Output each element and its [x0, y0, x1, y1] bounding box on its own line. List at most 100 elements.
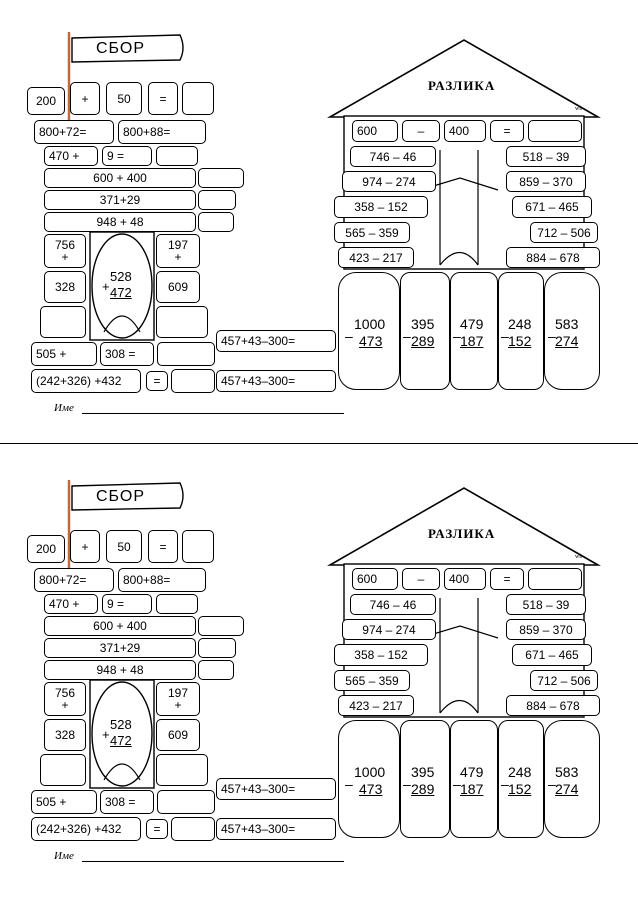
building-cell: 518 – 39 [506, 594, 586, 615]
subtraction-column: 248 – 152 [498, 720, 544, 838]
tower-cell-empty[interactable] [198, 168, 244, 188]
building-cell: 671 – 465 [512, 644, 592, 666]
building-cell: = [490, 568, 524, 590]
subtraction-column: 1000 – 473 [338, 720, 400, 838]
building-cell: 358 – 152 [334, 644, 428, 666]
building-cell: 884 – 678 [506, 247, 600, 268]
tower-cell-empty[interactable] [40, 754, 86, 786]
house-title: РАЗЛИКА [428, 78, 496, 93]
tower-cell-empty[interactable] [156, 594, 198, 614]
tower-cell: 800+88= [118, 120, 206, 144]
subtraction-column: 583 – 274 [544, 272, 600, 390]
building-cell-empty[interactable] [528, 568, 582, 590]
name-label: Име [54, 402, 74, 414]
tower-cell-empty[interactable] [182, 530, 214, 563]
building-cell: 518 – 39 [506, 146, 586, 167]
center-number-a: 528 [110, 717, 132, 732]
tower-cell-empty[interactable] [156, 306, 208, 338]
background-drawing [67, 32, 601, 341]
tower-cell: 948 + 48 [44, 660, 196, 680]
worksheet-top: СБОР 200 + 50 = 800+72= 800+88= 470 + 9 … [0, 0, 638, 440]
tower-cell-empty[interactable] [157, 790, 215, 814]
tower-cell: 600 + 400 [44, 616, 196, 636]
building-cell: 600 [352, 568, 398, 590]
tower-cell-empty[interactable] [40, 306, 86, 338]
name-line[interactable] [82, 861, 344, 862]
building-cell-empty[interactable] [528, 120, 582, 142]
tower-cell: 9 = [102, 594, 152, 614]
tower-cell: 609 [156, 719, 200, 751]
tower-cell-empty[interactable] [156, 146, 198, 166]
tower-cell-empty[interactable] [198, 616, 244, 636]
building-cell: 565 – 359 [334, 222, 410, 243]
tower-cell-empty[interactable] [198, 212, 234, 232]
building-cell: – [402, 568, 440, 590]
building-cell: 600 [352, 120, 398, 142]
tower-cell: 505 + [31, 790, 97, 814]
subtraction-column: 248 – 152 [498, 272, 544, 390]
tower-cell: + [70, 530, 100, 563]
tower-cell: 609 [156, 271, 200, 303]
tower-cell: 328 [44, 271, 86, 303]
tower-cell: 800+88= [118, 568, 206, 592]
subtraction-column: 395 – 289 [400, 272, 450, 390]
tower-cell-empty[interactable] [182, 82, 214, 115]
tower-cell: 371+29 [44, 190, 196, 210]
tower-cell: 328 [44, 719, 86, 751]
tower-cell: 600 + 400 [44, 168, 196, 188]
building-cell: 859 – 370 [506, 619, 586, 640]
tower-cell-empty[interactable] [198, 660, 234, 680]
name-label: Име [54, 850, 74, 862]
bridge-cell: 457+43–300= [216, 778, 336, 800]
tower-cell: = [148, 82, 178, 115]
house-mark: wb [575, 554, 583, 560]
tower-cell: + [70, 82, 100, 115]
tower-cell: 371+29 [44, 638, 196, 658]
tower-cell-empty[interactable] [156, 754, 208, 786]
tower-cell: 9 = [102, 146, 152, 166]
tower-cell-empty[interactable] [157, 342, 215, 366]
tower-cell-empty[interactable] [198, 638, 236, 658]
tower-cell: 470 + [44, 594, 98, 614]
tower-cell: (242+326) +432 [31, 369, 141, 393]
building-cell: 671 – 465 [512, 196, 592, 218]
tower-cell-empty[interactable] [171, 369, 215, 393]
tower-cell: 197+ [156, 682, 200, 716]
sheet-divider [0, 443, 638, 444]
tower-cell: 308 = [100, 790, 154, 814]
building-cell: 400 [444, 120, 486, 142]
tower-cell: 470 + [44, 146, 98, 166]
tower-cell: = [146, 819, 168, 839]
center-op: + [102, 279, 110, 294]
building-cell: 358 – 152 [334, 196, 428, 218]
house-mark: wb [575, 106, 583, 112]
subtraction-column: 395 – 289 [400, 720, 450, 838]
flag-title: СБОР [96, 40, 145, 57]
building-cell: 712 – 506 [530, 222, 598, 243]
building-cell: 565 – 359 [334, 670, 410, 691]
building-cell: 746 – 46 [350, 594, 436, 615]
bridge-cell: 457+43–300= [216, 818, 336, 840]
bridge-cell: 457+43–300= [216, 330, 336, 352]
building-cell: 400 [444, 568, 486, 590]
tower-cell-empty[interactable] [171, 817, 215, 841]
flag-banner [71, 482, 184, 511]
flag-banner [71, 34, 184, 63]
bridge-cell: 457+43–300= [216, 370, 336, 392]
center-number-b: 472 [110, 285, 132, 300]
tower-cell: 800+72= [34, 568, 114, 592]
subtraction-column: 479 – 187 [450, 720, 498, 838]
building-cell: = [490, 120, 524, 142]
flag-title: СБОР [96, 488, 145, 505]
tower-cell: 308 = [100, 342, 154, 366]
subtraction-column: 583 – 274 [544, 720, 600, 838]
building-cell: 423 – 217 [338, 695, 414, 716]
name-line[interactable] [82, 413, 344, 414]
tower-oval-window [91, 233, 153, 339]
tower-cell: 50 [106, 530, 142, 563]
tower-cell: 756+ [44, 234, 86, 268]
tower-cell: 756+ [44, 682, 86, 716]
building-cell: 712 – 506 [530, 670, 598, 691]
tower-cell-empty[interactable] [198, 190, 236, 210]
tower-cell: 505 + [31, 342, 97, 366]
